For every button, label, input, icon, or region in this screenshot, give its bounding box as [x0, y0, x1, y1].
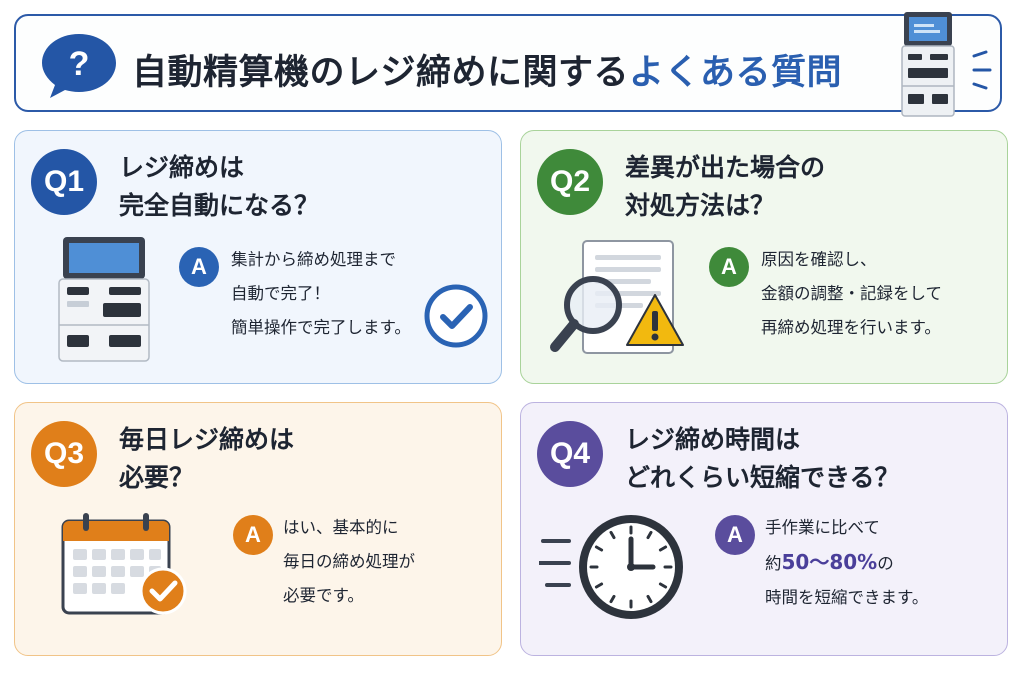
q4-answer-percentage: 50〜80%: [781, 550, 878, 574]
q4-answer-badge: A: [715, 515, 755, 555]
faq-card-q4: Q4 レジ締め時間は どれくらい短縮できる？ A 手作業に比べて 約50〜80%…: [520, 402, 1008, 656]
q4-answer-line2-pre: 約: [765, 554, 782, 573]
q2-badge: Q2: [537, 149, 603, 215]
q1-answer-line2: 自動で完了！: [231, 284, 330, 303]
q1-answer-badge: A: [179, 247, 219, 287]
clock-icon: [539, 515, 683, 619]
q4-question-line1: レジ締め時間は: [625, 425, 801, 454]
q4-badge: Q4: [537, 421, 603, 487]
q2-answer-line1: 原因を確認し、: [761, 250, 877, 269]
title-highlight: よくある質問: [629, 53, 843, 93]
q1-answer-line1: 集計から締め処理まで: [231, 250, 396, 269]
q1-question: レジ締めは 完全自動になる？: [119, 149, 319, 225]
q4-answer: 手作業に比べて 約50〜80%の 時間を短縮できます。: [765, 511, 928, 615]
question-bubble-icon: ?: [42, 34, 116, 98]
q1-question-line2: 完全自動になる？: [119, 191, 320, 220]
q2-question-line1: 差異が出た場合の: [625, 153, 826, 182]
q3-answer: はい、基本的に 毎日の締め処理が 必要です。: [283, 511, 415, 613]
q3-answer-badge: A: [233, 515, 273, 555]
q2-answer-line3: 再締め処理を行います。: [761, 318, 941, 337]
q1-question-line1: レジ締めは: [119, 153, 245, 182]
kiosk-icon: [901, 12, 955, 117]
q1-answer: 集計から締め処理まで 自動で完了！ 簡単操作で完了します。: [231, 243, 411, 345]
q2-answer: 原因を確認し、 金額の調整・記録をして 再締め処理を行います。: [761, 243, 942, 345]
q3-question: 毎日レジ締めは 必要？: [119, 421, 294, 497]
faq-card-q2: Q2 差異が出た場合の 対処方法は？ A 原因を確認し、 金額の調整・記録をして…: [520, 130, 1008, 384]
q4-question-line2: どれくらい短縮できる？: [625, 463, 900, 492]
q3-question-line1: 毎日レジ締めは: [119, 425, 295, 454]
kiosk-machine-icon: [58, 237, 150, 362]
check-circle-icon: [424, 284, 488, 348]
page-title: 自動精算機のレジ締めに関するよくある質問: [132, 44, 842, 95]
q2-answer-line2: 金額の調整・記録をして: [761, 284, 943, 303]
q3-answer-line1: はい、基本的に: [283, 518, 399, 537]
q3-question-line2: 必要？: [119, 463, 195, 492]
q2-answer-badge: A: [709, 247, 749, 287]
q4-answer-line3: 時間を短縮できます。: [765, 588, 929, 607]
faq-card-q1: Q1 レジ締めは 完全自動になる？ A 集計から締め処理まで 自動で完了！ 簡単…: [14, 130, 502, 384]
q1-badge: Q1: [31, 149, 97, 215]
document-magnifier-warning-icon: [550, 240, 684, 354]
q2-question-line2: 対処方法は？: [625, 191, 776, 220]
q3-answer-line3: 必要です。: [283, 586, 364, 605]
q3-answer-line2: 毎日の締め処理が: [283, 552, 415, 571]
faq-card-q3: Q3 毎日レジ締めは 必要？ A はい、基本的に 毎日の締め処理が 必要です。: [14, 402, 502, 656]
header-banner: ? 自動精算機のレジ締めに関するよくある質問: [14, 12, 1002, 117]
svg-text:?: ?: [69, 45, 90, 83]
title-main: 自動精算機のレジ締めに関する: [132, 53, 630, 93]
calendar-check-icon: [61, 513, 187, 615]
q4-question: レジ締め時間は どれくらい短縮できる？: [625, 421, 900, 497]
q3-badge: Q3: [31, 421, 97, 487]
q4-answer-line1: 手作業に比べて: [765, 518, 880, 537]
q4-answer-line2: 約50〜80%の: [765, 545, 928, 581]
q4-answer-line2-post: の: [877, 554, 894, 573]
q2-question: 差異が出た場合の 対処方法は？: [625, 149, 825, 225]
sparkle-lines-icon: [972, 50, 992, 90]
q1-answer-line3: 簡単操作で完了します。: [231, 318, 411, 337]
